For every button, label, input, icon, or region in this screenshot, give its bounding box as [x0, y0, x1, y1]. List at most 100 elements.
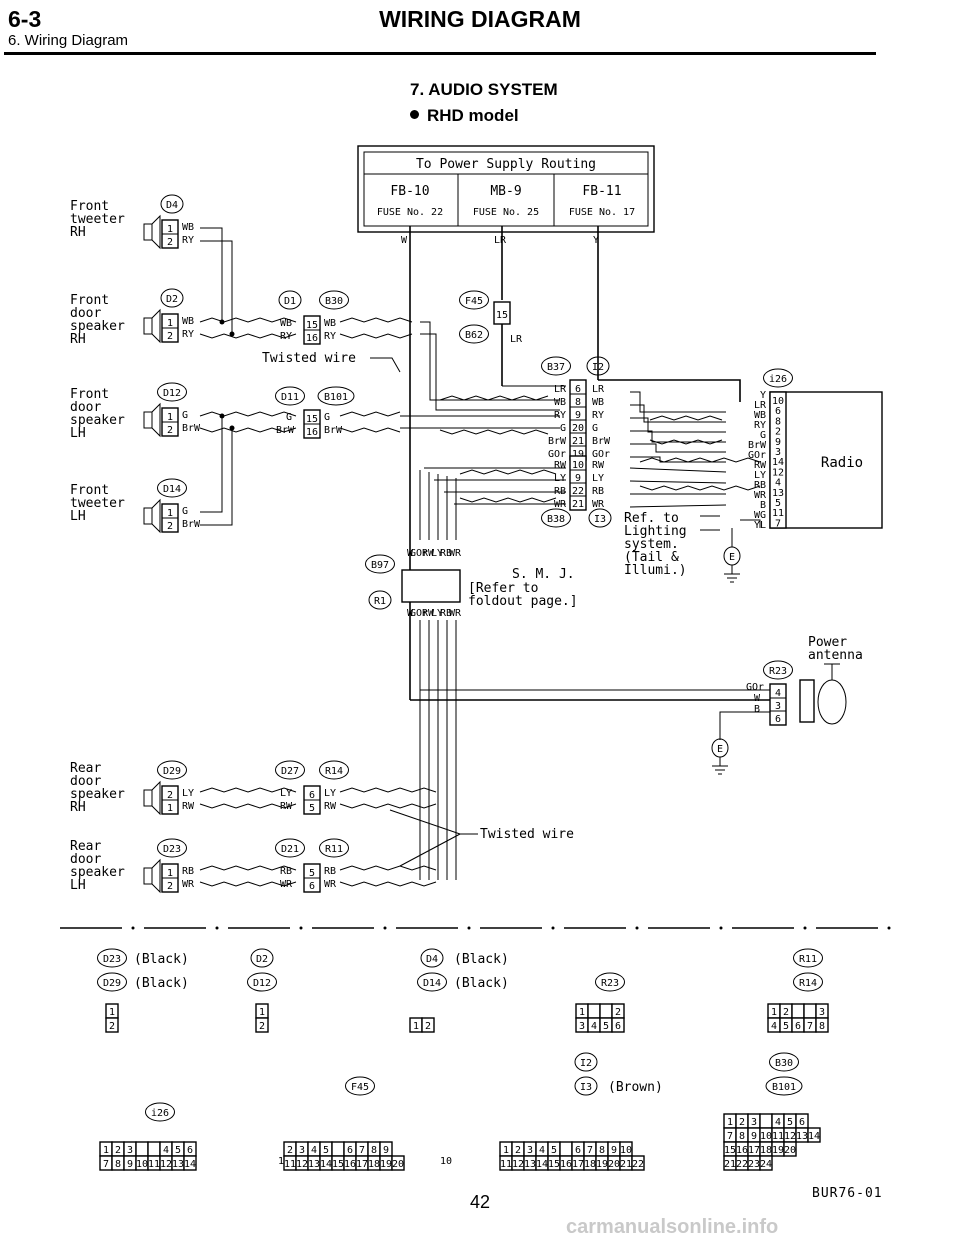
face-b30-pin: 6	[799, 1117, 805, 1128]
badge-D2-label: D2	[166, 294, 178, 305]
badge-D27	[275, 760, 305, 780]
connector-R11-pin: 5	[309, 868, 315, 879]
smj-top-wire: WR	[449, 548, 462, 559]
face-i26-pin: 9	[127, 1159, 133, 1170]
rear-zig	[339, 803, 437, 809]
face-b30-pin: 15	[724, 1145, 736, 1156]
face-i2-pin: 4	[539, 1145, 545, 1156]
b37-radio-zig-1	[649, 415, 723, 421]
connector-D14-pin: 1	[167, 508, 173, 519]
badge-R14-label: R14	[325, 766, 343, 777]
connector-R14-pin: 5	[309, 803, 315, 814]
connector-D12-pin: 2	[167, 425, 173, 436]
connector-D4-pin: 1	[167, 224, 173, 235]
speaker-label-front_tweeter_lh: tweeter	[70, 496, 125, 511]
legend-badge-i26	[145, 1102, 175, 1122]
route-zig-a	[439, 395, 549, 401]
connector-b37-pin: 19	[572, 449, 584, 460]
face-b30-pin: 18	[760, 1145, 772, 1156]
face-r23-pin: 3	[579, 1021, 585, 1032]
face-d23-pin: 2	[109, 1021, 115, 1032]
connector-D29-pin: 1	[167, 803, 173, 814]
front-rh-zig-3	[339, 317, 413, 323]
badge-D21-label: D21	[281, 844, 299, 855]
badge-i3	[588, 508, 612, 528]
b38-right-wire: RB	[592, 486, 604, 497]
badge-i2-label: I2	[592, 362, 604, 373]
speaker-label-front_door_lh: speaker	[70, 413, 125, 428]
legend-badge-D4-label: D4	[426, 954, 438, 965]
radio-pin: 2	[775, 427, 781, 438]
face-b30-pin: 14	[808, 1131, 820, 1142]
face-r11-pin: 3	[819, 1007, 825, 1018]
connector-b37-pin: 9	[575, 410, 581, 421]
connector-D12-pin: 1	[167, 412, 173, 423]
d11-wire-brw: BrW	[276, 425, 295, 436]
smj-note: foldout page.]	[468, 594, 578, 609]
speaker-label-rear_door_rh: Rear	[70, 761, 101, 776]
antenna-body	[799, 679, 815, 723]
face-i2-pin: 5	[551, 1145, 557, 1156]
legend-badge-B101-label: B101	[772, 1082, 796, 1093]
legend-badge-R14	[793, 972, 823, 992]
speaker-icon-rear_door_lh	[143, 858, 161, 894]
badge-b101	[317, 386, 355, 406]
wire-WB: WB	[182, 316, 194, 327]
face-r23-pin: 1	[579, 1007, 585, 1018]
connector-D29-pin: 2	[167, 790, 173, 801]
connector-b38-pin: 22	[572, 486, 584, 497]
fuse-wire-Y: Y	[593, 235, 599, 246]
b38-radio-zig-1	[639, 457, 761, 463]
badge-D21	[275, 838, 305, 858]
radio-pin: 8	[775, 416, 781, 427]
speaker-icon-rear_door_rh	[143, 780, 161, 816]
face-f45-pin: 18	[368, 1159, 380, 1170]
b30-wire-wb: WB	[324, 318, 336, 329]
face-i2	[631, 1155, 645, 1171]
face-i2-pin: 14	[536, 1159, 548, 1170]
face-f45-pin: 14	[320, 1159, 332, 1170]
b37-right-wire: G	[592, 423, 598, 434]
b37-left-wire: LR	[554, 384, 567, 395]
rear-j-wire: RB	[324, 866, 336, 877]
face-r23	[587, 1003, 601, 1019]
page-number: 42	[469, 1192, 491, 1212]
connector-R14-pin: 6	[309, 790, 315, 801]
badge-i26	[763, 368, 793, 388]
connector-D2-pin: 2	[167, 331, 173, 342]
page-title: WIRING DIAGRAM	[379, 6, 581, 32]
face-f45-pin-10: 10	[440, 1156, 452, 1167]
radio-pin: 3	[775, 447, 781, 458]
face-d23	[105, 1017, 119, 1033]
route-front-rh-2	[420, 333, 560, 411]
radio-wire: LR	[754, 400, 767, 411]
splice-dot	[229, 331, 235, 337]
tweeter-lh-brw	[200, 428, 233, 526]
face-i2-pin: 13	[524, 1159, 536, 1170]
badge-b97-label: B97	[371, 560, 389, 571]
b30-wire-ry: RY	[324, 331, 336, 342]
antenna-motor	[817, 679, 847, 725]
face-r11-pin: 7	[807, 1021, 813, 1032]
face-r11-pin: 1	[771, 1007, 777, 1018]
speaker-icon-front_tweeter_rh	[143, 214, 161, 250]
badge-D14-label: D14	[163, 484, 181, 495]
face-b30	[783, 1141, 797, 1157]
smj-bottom-wire: WR	[449, 608, 462, 619]
b37-right-wire: LR	[592, 384, 605, 395]
rear-wire: RW	[182, 801, 195, 812]
b37-to-radio	[630, 430, 726, 443]
legend-badge-I2	[574, 1052, 598, 1072]
face-r23-pin: 2	[615, 1007, 621, 1018]
badge-D29	[157, 760, 187, 780]
speaker-label-front_door_rh: Front	[70, 293, 109, 308]
fuse-box-FB-11: FB-11	[582, 184, 621, 199]
radio-pin: 11	[772, 508, 784, 519]
rear-zig	[339, 787, 437, 793]
legend-badge-I3	[574, 1076, 598, 1096]
badge-b62-label: B62	[465, 330, 483, 341]
badge-b38-label: B38	[547, 514, 565, 525]
b38-right-wire: RW	[592, 460, 605, 471]
face-i26-pin: 10	[136, 1159, 148, 1170]
bullet-icon	[410, 110, 419, 119]
